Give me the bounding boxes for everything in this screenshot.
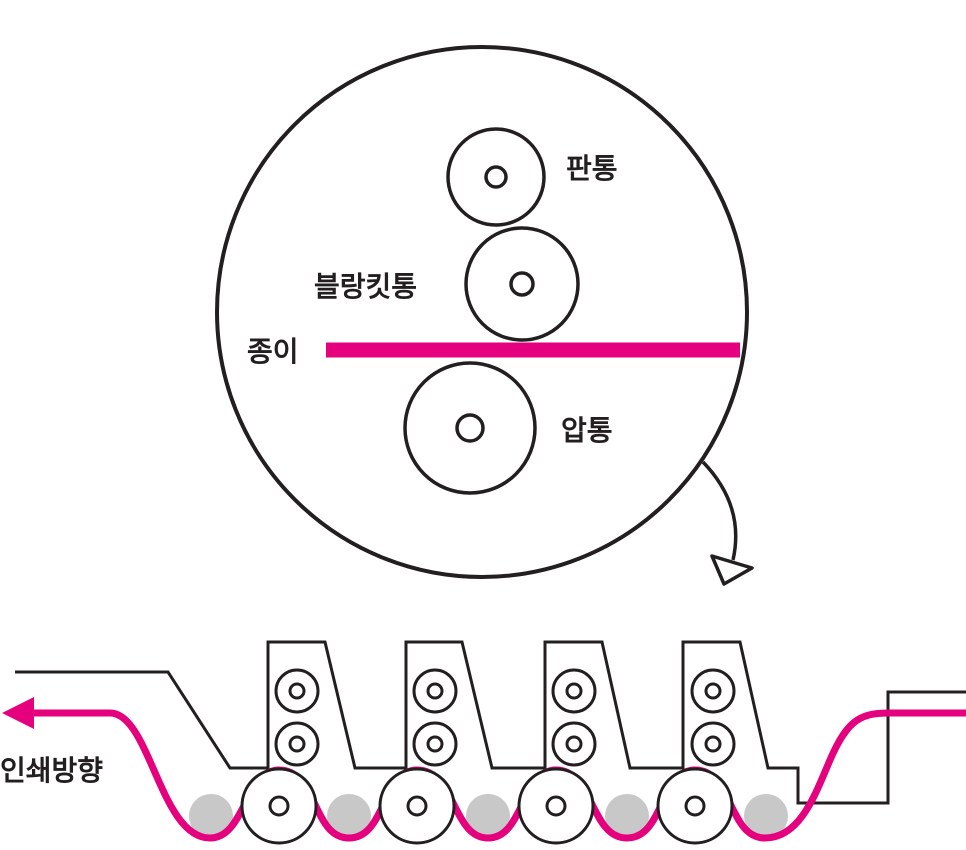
press-line: 인쇄방향: [0, 640, 966, 845]
plate-cylinder-label: 판통: [566, 152, 618, 185]
plate-cylinder: [690, 668, 736, 714]
plate-cylinder: [446, 127, 546, 227]
press-frame: [15, 640, 966, 805]
blanket-cylinder-label: 블랑킷통: [314, 270, 417, 303]
blanket-cylinder: [464, 226, 580, 342]
printing-unit: [240, 668, 320, 845]
plate-cylinder: [551, 668, 597, 714]
transfer-roller: [605, 794, 649, 838]
detail-view: 판통 블랑킷통 종이 압통: [215, 45, 749, 579]
transfer-roller: [189, 794, 233, 838]
print-direction-label: 인쇄방향: [0, 754, 103, 787]
zoom-arrow: [701, 460, 754, 586]
impression-cylinder-label: 압통: [561, 414, 613, 447]
transfer-roller: [744, 794, 788, 838]
transfer-roller: [466, 794, 510, 838]
impression-cylinder: [656, 767, 734, 845]
plate-cylinder: [412, 668, 458, 714]
blanket-cylinder: [551, 721, 597, 767]
zoom-arrow-head: [710, 554, 754, 586]
impression-cylinder: [240, 767, 318, 845]
transfer-rollers: [189, 794, 788, 838]
blanket-cylinder: [412, 721, 458, 767]
plate-cylinder: [274, 668, 320, 714]
printing-unit: [378, 668, 458, 845]
plate-cylinder-axle: [484, 165, 508, 189]
print-direction-arrowhead: [2, 697, 34, 729]
impression-cylinder-axle: [455, 413, 485, 443]
printing-unit: [656, 668, 736, 845]
impression-cylinder: [378, 767, 456, 845]
impression-cylinder: [403, 361, 537, 495]
transfer-roller: [327, 794, 371, 838]
printing-unit: [517, 668, 597, 845]
detail-circle: [215, 45, 749, 579]
blanket-cylinder-axle: [509, 271, 535, 297]
blanket-cylinder: [274, 721, 320, 767]
blanket-cylinder: [690, 721, 736, 767]
paper-label: 종이: [247, 335, 299, 368]
impression-cylinder: [517, 767, 595, 845]
